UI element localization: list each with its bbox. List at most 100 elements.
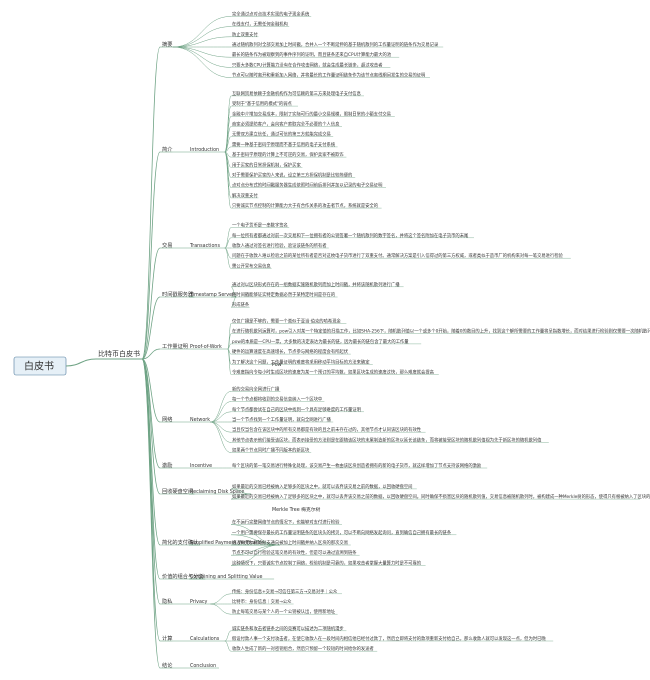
leaf-node[interactable]: 如果两个节点同时广播不同版本的新区块: [232, 447, 310, 454]
leaf-node[interactable]: 互联网贸易依赖于金融机构作为可信赖的第三方来处理电子支付信息: [232, 90, 362, 97]
secondary-subtopic-node[interactable]: Merkle Tree 梅克尔树: [272, 506, 321, 513]
leaf-node[interactable]: 一个用户需要保存最长的工作量证明链条的区块头的拷贝，可以不断向网络发起询问，直到…: [232, 529, 452, 536]
leaf-node[interactable]: 在进行随机散列运算时，pow引入对某一个特定值的扫描工作，比如SHA-256下，…: [232, 328, 650, 335]
section-label: 价值的组合与分割: [162, 572, 204, 580]
subtopic-node-1[interactable]: Introduction: [190, 147, 219, 153]
root-node[interactable]: 白皮书: [13, 356, 67, 376]
leaf-node[interactable]: 基于密码学原理的计算上不可逆的交易，保护卖家不被欺诈: [232, 151, 344, 158]
leaf-node[interactable]: 商家必须提防客户，会向客户索取完全不必要的个人信息: [232, 121, 340, 128]
leaf-node[interactable]: 一个电子货币是一串数字签名: [232, 222, 288, 229]
leaf-node[interactable]: 通过随机散列对全部交易加上时间戳，合并入一个不断延伸的基于随机散列的工作量证明的…: [232, 41, 439, 48]
leaf-node[interactable]: 比特币：身份信息｜交易→公众: [232, 598, 292, 605]
secondary-subtopic-node[interactable]: Pow: [272, 362, 282, 368]
leaf-node[interactable]: 当一个节点找到一个工作量证明，就向全网进行广播: [232, 416, 332, 423]
leaf-node[interactable]: 防止每笔交易与某个人的一个公钥被认出，使用新地址: [232, 608, 336, 615]
subtopic-node-7[interactable]: Reclaiming Disk Space: [190, 489, 244, 495]
leaf-node[interactable]: 当且仅当包含在该区块中的所有交易都是有效的且之前未存在过的，其他节点才认同该区块…: [232, 426, 422, 433]
leaf-node[interactable]: 通过对以区块形式存在的一组数据实施随机散列而加上时间戳，并将该随机散列进行广播: [232, 281, 400, 288]
leaf-node[interactable]: 解决双重支付: [232, 192, 258, 199]
leaf-node[interactable]: 其他节点表示他们接受该区块，而表示接受的方法则是在跟随该区块的末尾制造新的区块以…: [232, 436, 542, 443]
leaf-node[interactable]: 受制于"基于信用的模式"的弱点: [232, 100, 293, 107]
subtopic-node-3[interactable]: Timestamp Server: [189, 292, 234, 298]
main-topic-node[interactable]: 比特币白皮书: [98, 349, 140, 358]
leaf-node[interactable]: 节点可以随时离开和重新加入网络，并将最长的工作量证明链条作为该节点离线期间发生的…: [232, 72, 425, 79]
leaf-node[interactable]: 节点不可以自行检验这笔交易的有效性，但是可以通过追溯到链条: [232, 549, 357, 556]
leaf-node[interactable]: 如果最近的交易已经被纳入足够多的区块之中，就可以丢弃该交易之前的数据，以回收硬盘…: [232, 483, 412, 490]
leaf-node[interactable]: 传统：身份信息+交易→可信任第三方→交易对手｜公众: [232, 588, 338, 595]
leaf-node[interactable]: 需公开宣布交易信息: [232, 262, 271, 269]
section-node-2[interactable]: 交易: [162, 241, 172, 249]
leaf-label: 一个用户需要保存最长的工作量证明链条的区块头的拷贝，可以不断向网络发起询问，直到…: [232, 529, 452, 536]
leaf-node[interactable]: 收款人通过对签名进行检验，验证该链条的所有者: [232, 242, 327, 249]
leaf-label: 节点不可以自行检验这笔交易的有效性，但是可以通过追溯到链条: [232, 549, 357, 556]
leaf-node[interactable]: 硬件的运算速度在高速增长，节点参与网络的程度会有所起伏: [232, 348, 349, 355]
leaf-node[interactable]: 用于买家的日常担保机制，保护买家: [232, 161, 301, 168]
leaf-node[interactable]: 完全通过点对点技术实现的电子现金系统: [232, 10, 310, 17]
leaf-node[interactable]: 问题在于收款人难以检验之前的某位所有者是否对这枚电子货币进行了双重支付。通常解决…: [232, 252, 564, 259]
branch-connector: [141, 358, 161, 669]
leaf-node[interactable]: 每一个节点都将收到的交易信息纳入一个区块中: [232, 396, 322, 403]
leaf-node[interactable]: 金融中介增加交易成本，限制了实际可行的最小交易规模，限制日常的小额支付交易: [232, 110, 391, 117]
leaf-label: 比特币：身份信息｜交易→公众: [232, 598, 292, 605]
leaf-node[interactable]: 新的交易向全网进行广播: [232, 385, 280, 392]
subtopic-node-5[interactable]: Network: [190, 417, 210, 423]
section-node-4[interactable]: 工作量证明: [162, 342, 188, 350]
leaf-node[interactable]: 假设付款人事一个支付攻击者，在使它收款人在一段时间内相信他已经付过款了，然后立即…: [232, 635, 546, 642]
subtopic-node-8[interactable]: Simplified Payment Verification: [190, 540, 265, 546]
subtopic-node-11[interactable]: Calculations: [190, 636, 220, 642]
leaf-node[interactable]: 需要一种基于密码学原理而不基于信用的电子支付系统: [232, 141, 336, 148]
branch-connector: [141, 151, 161, 360]
leaf-label: 这种情况下，只要诚实节点控制了网络，检验机制是可靠的，如果攻击者掌握大量算力时是…: [232, 559, 421, 566]
section-node-9[interactable]: 价值的组合与分割: [162, 572, 204, 580]
section-node-0[interactable]: 摘要: [162, 40, 172, 48]
leaf-node[interactable]: 通过梅克尔树的分支通向被加上时间戳并纳入区块的那次交易: [232, 539, 348, 546]
leaf-node[interactable]: 防止双重支付: [232, 31, 258, 38]
subtopic-node-4[interactable]: Proof-of-Work: [190, 344, 222, 350]
leaf-node[interactable]: 诚实链条和攻击者链条之间的竞赛可以描述为二项随机漫步: [232, 625, 344, 632]
branch-connector: [172, 16, 232, 48]
section-node-6[interactable]: 激励: [162, 461, 172, 469]
branch-connector: [141, 348, 161, 360]
leaf-node[interactable]: 对于需要保护买家的人来说，设立第三方担保机制是比较简便的: [232, 172, 352, 179]
leaf-node[interactable]: 在线支付，无需任何金融机构: [232, 21, 289, 28]
leaf-node[interactable]: 为了解决这个问题，工作量证明的难度将采用移动平均目标的方法来确定: [232, 358, 370, 365]
leaf-node[interactable]: 只要诚实节点控制的计算能力大于有合作关系的攻击者节点，系统就是安全的: [232, 202, 378, 209]
section-node-7[interactable]: 回收硬盘空间: [162, 487, 193, 495]
leaf-node[interactable]: 形成链条: [232, 301, 250, 308]
section-node-3[interactable]: 时间戳服务器: [162, 290, 194, 298]
leaf-node[interactable]: 只要大多数CPU计算能力没有在合作攻击网络，就会生成最长链条，超过攻击者: [232, 61, 383, 68]
branch-connector: [172, 46, 232, 68]
leaf-node[interactable]: 仅仅广播是不够的，需要一个类似于亚当·伯克的哈希现金: [232, 318, 341, 325]
leaf-node[interactable]: 每个节点都尝试在自己的区块中找到一个具有足够难度的工作量证明: [232, 406, 361, 413]
leaf-node[interactable]: 每个区块的第一笔交易进行特殊化处理，该交易产生一枚由该区块创造者拥有的新的电子货…: [232, 462, 481, 469]
leaf-node[interactable]: 最长的链条作为被观察到的事件序列的证明，而且链条还来自CPU计算能力最大的池: [232, 51, 392, 58]
leaf-label: 无需双方建立信任，通过可信的第三方就能完成交易: [232, 131, 331, 138]
leaf-node[interactable]: 如果最近的交易已经被纳入了足够多的区块之中，就可以丢弃该交易之前的数据，以回收硬…: [232, 493, 650, 500]
leaf-node[interactable]: pow的本质是一CPU一票，大多数的决定表达为最长的链，因为最长的链包含了最大的…: [232, 338, 409, 345]
leaf-label: 新的交易向全网进行广播: [232, 385, 280, 392]
subtopic-node-10[interactable]: Privacy: [190, 599, 208, 605]
section-node-1[interactable]: 简介: [162, 145, 173, 153]
subtopic-node-6[interactable]: Incentive: [190, 463, 212, 469]
section-node-10[interactable]: 隐私: [162, 597, 172, 605]
leaf-node[interactable]: 收款人生成了新的一对密钥组合，然后只预留一个较短的时间给你的发送者: [232, 645, 374, 652]
subtopic-node-9[interactable]: Combining and Splitting Value: [190, 574, 263, 580]
leaf-node[interactable]: 点对点分布式的时间戳服务器生成依照时间前后排列并加以记录的电子交易证明: [232, 182, 382, 189]
leaf-node[interactable]: 无需双方建立信任，通过可信的第三方就能完成交易: [232, 131, 331, 138]
subtopic-label: Incentive: [190, 463, 212, 469]
leaf-node[interactable]: 随时间戳能够证实特定数据必然于某特定时间是存在的: [232, 291, 335, 298]
leaf-label: 通过梅克尔树的分支通向被加上时间戳并纳入区块的那次交易: [232, 539, 348, 546]
leaf-label: 每个区块的第一笔交易进行特殊化处理，该交易产生一枚由该区块创造者拥有的新的电子货…: [232, 462, 481, 469]
section-node-12[interactable]: 结论: [162, 661, 173, 669]
leaf-node[interactable]: 这种情况下，只要诚实节点控制了网络，检验机制是可靠的，如果攻击者掌握大量算力时是…: [232, 559, 421, 566]
subtopic-node-2[interactable]: Transactions: [189, 243, 220, 249]
leaf-node[interactable]: 令难度指向令每小时生成区块的速度为某一个预订的平均数，如果区块生成的速度过快，那…: [232, 369, 435, 376]
section-node-11[interactable]: 计算: [162, 634, 172, 642]
section-label: 简化的支付确认: [162, 538, 199, 546]
main-topic-label: 比特币白皮书: [98, 349, 140, 358]
section-node-8[interactable]: 简化的支付确认: [162, 538, 199, 546]
leaf-node[interactable]: 每一位所有者都通过对前一次交易和下一位拥有者的公钥签署一个随机散列的数字签名，并…: [232, 232, 469, 239]
subtopic-node-12[interactable]: Conclusion: [190, 663, 216, 669]
leaf-node[interactable]: 在不运行完整网络节点的情况下，也能够对支付进行检验: [232, 519, 340, 526]
section-node-5[interactable]: 网络: [162, 415, 172, 423]
